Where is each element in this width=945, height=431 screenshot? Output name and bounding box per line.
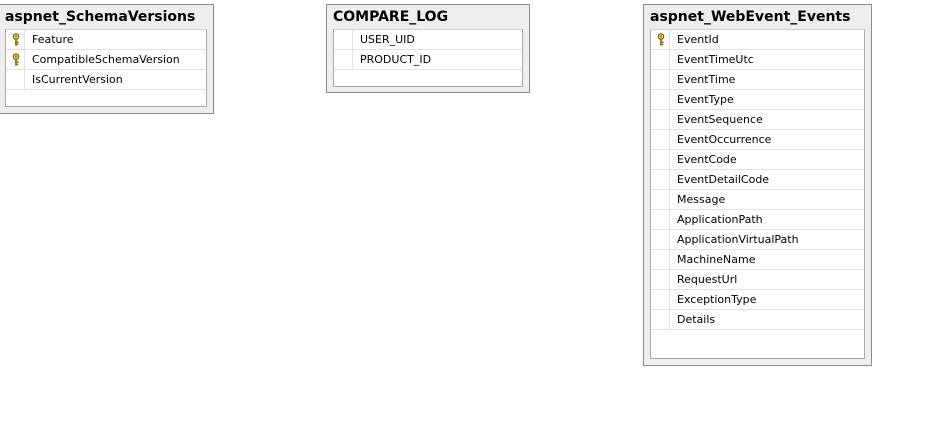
- column-row[interactable]: ApplicationVirtualPath: [651, 230, 864, 250]
- row-selector[interactable]: [651, 90, 670, 109]
- row-selector[interactable]: [651, 310, 670, 329]
- column-name: CompatibleSchemaVersion: [32, 53, 180, 66]
- row-selector[interactable]: [6, 70, 25, 89]
- column-name: ApplicationVirtualPath: [677, 233, 799, 246]
- column-name: EventTime: [677, 73, 736, 86]
- row-selector[interactable]: [651, 30, 670, 49]
- column-row[interactable]: IsCurrentVersion: [6, 70, 206, 90]
- row-selector[interactable]: [651, 230, 670, 249]
- row-selector[interactable]: [334, 30, 353, 49]
- column-name: EventTimeUtc: [677, 53, 754, 66]
- row-selector[interactable]: [651, 270, 670, 289]
- row-selector[interactable]: [651, 70, 670, 89]
- row-selector[interactable]: [651, 170, 670, 189]
- column-name: EventDetailCode: [677, 173, 770, 186]
- row-selector[interactable]: [651, 110, 670, 129]
- table-title: COMPARE_LOG: [333, 9, 449, 25]
- column-row[interactable]: Details: [651, 310, 864, 330]
- row-selector[interactable]: [6, 50, 25, 69]
- column-row[interactable]: EventTime: [651, 70, 864, 90]
- key-icon: [657, 33, 665, 46]
- column-row[interactable]: EventId: [651, 30, 864, 50]
- column-row[interactable]: ExceptionType: [651, 290, 864, 310]
- column-row[interactable]: EventCode: [651, 150, 864, 170]
- row-selector[interactable]: [334, 50, 353, 69]
- table-aspnet-webevent-events[interactable]: aspnet_WebEvent_Events EventId EventTime…: [643, 4, 872, 366]
- column-name: EventId: [677, 33, 719, 46]
- column-name: Feature: [32, 33, 74, 46]
- row-selector[interactable]: [651, 190, 670, 209]
- table-aspnet-schemaversions[interactable]: aspnet_SchemaVersions Feature: [0, 4, 214, 114]
- column-row[interactable]: Message: [651, 190, 864, 210]
- column-row[interactable]: EventTimeUtc: [651, 50, 864, 70]
- column-name: ExceptionType: [677, 293, 757, 306]
- column-name: EventCode: [677, 153, 737, 166]
- key-icon: [12, 33, 20, 46]
- table-title: aspnet_WebEvent_Events: [650, 9, 851, 25]
- row-selector[interactable]: [651, 50, 670, 69]
- row-selector[interactable]: [6, 30, 25, 49]
- column-row[interactable]: EventDetailCode: [651, 170, 864, 190]
- table-title: aspnet_SchemaVersions: [5, 9, 196, 25]
- column-name: MachineName: [677, 253, 756, 266]
- column-name: Details: [677, 313, 716, 326]
- column-grid: USER_UID PRODUCT_ID: [333, 29, 523, 87]
- key-icon: [12, 53, 20, 66]
- column-row[interactable]: ApplicationPath: [651, 210, 864, 230]
- column-name: RequestUrl: [677, 273, 738, 286]
- column-row[interactable]: RequestUrl: [651, 270, 864, 290]
- row-selector[interactable]: [651, 130, 670, 149]
- column-name: ApplicationPath: [677, 213, 763, 226]
- row-selector[interactable]: [651, 250, 670, 269]
- table-compare-log[interactable]: COMPARE_LOG USER_UID PRODUCT_ID: [326, 4, 530, 93]
- column-name: IsCurrentVersion: [32, 73, 123, 86]
- column-row[interactable]: MachineName: [651, 250, 864, 270]
- row-selector[interactable]: [651, 290, 670, 309]
- row-selector[interactable]: [651, 150, 670, 169]
- column-name: PRODUCT_ID: [360, 53, 432, 66]
- column-name: USER_UID: [360, 33, 415, 46]
- column-grid: EventId EventTimeUtc EventTime EventType…: [650, 29, 865, 359]
- column-name: EventType: [677, 93, 734, 106]
- column-row[interactable]: EventSequence: [651, 110, 864, 130]
- column-row[interactable]: EventOccurrence: [651, 130, 864, 150]
- column-row[interactable]: EventType: [651, 90, 864, 110]
- column-row[interactable]: USER_UID: [334, 30, 522, 50]
- column-name: EventOccurrence: [677, 133, 772, 146]
- row-selector[interactable]: [651, 210, 670, 229]
- column-name: EventSequence: [677, 113, 763, 126]
- column-row[interactable]: Feature: [6, 30, 206, 50]
- column-grid: Feature CompatibleSchemaVersion IsCurren…: [5, 29, 207, 107]
- column-row[interactable]: PRODUCT_ID: [334, 50, 522, 70]
- column-name: Message: [677, 193, 726, 206]
- column-row[interactable]: CompatibleSchemaVersion: [6, 50, 206, 70]
